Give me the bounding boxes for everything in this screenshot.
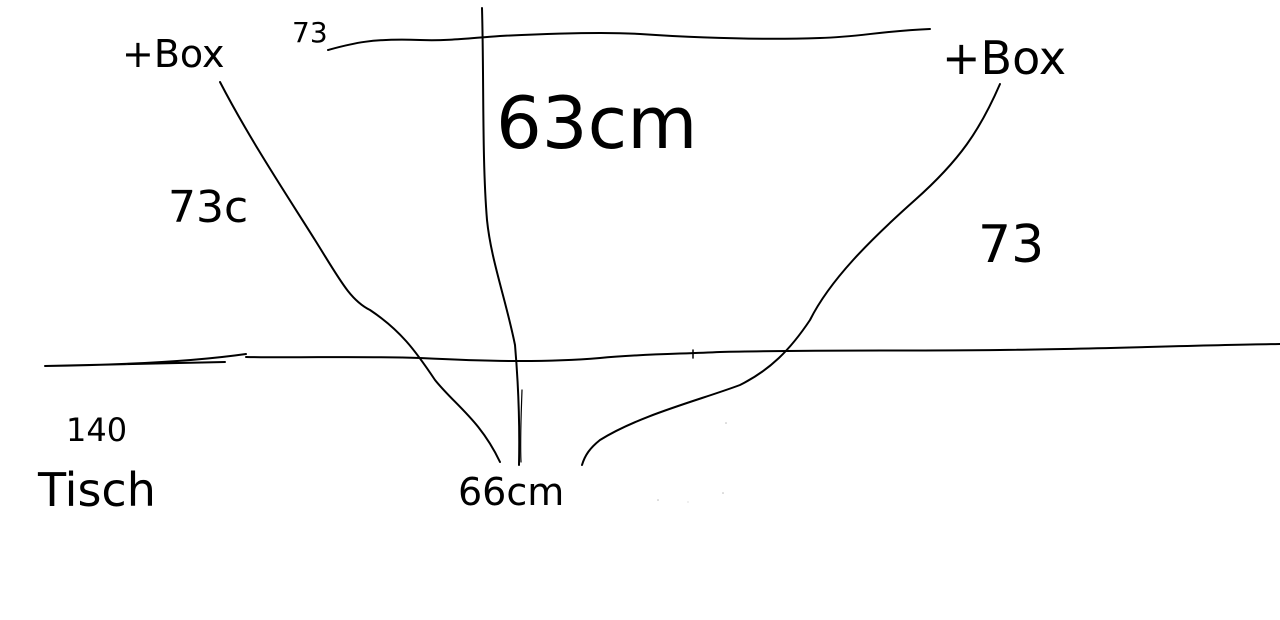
right-speaker-line (581, 83, 1001, 466)
table-label: Tisch (37, 463, 156, 517)
top-right-box-label: +Box (942, 31, 1066, 85)
left-speaker-line (219, 81, 501, 463)
bottom-distance-label: 66cm (458, 470, 564, 514)
center-axis-line (481, 7, 521, 466)
center-axis-line-echo (519, 389, 523, 463)
speck (725, 422, 727, 424)
top-left-box-label: +Box (122, 32, 224, 76)
speck (722, 492, 724, 494)
left-distance-label: 73c (168, 182, 248, 233)
right-distance-label: 73 (978, 215, 1044, 275)
table-edge-line (44, 343, 1280, 367)
table-width-label: 140 (66, 411, 127, 449)
center-distance-label: 63cm (496, 81, 697, 165)
speck (687, 501, 689, 503)
top-line (327, 28, 931, 51)
top-distance-label: 73 (292, 16, 328, 49)
speck (657, 499, 659, 501)
